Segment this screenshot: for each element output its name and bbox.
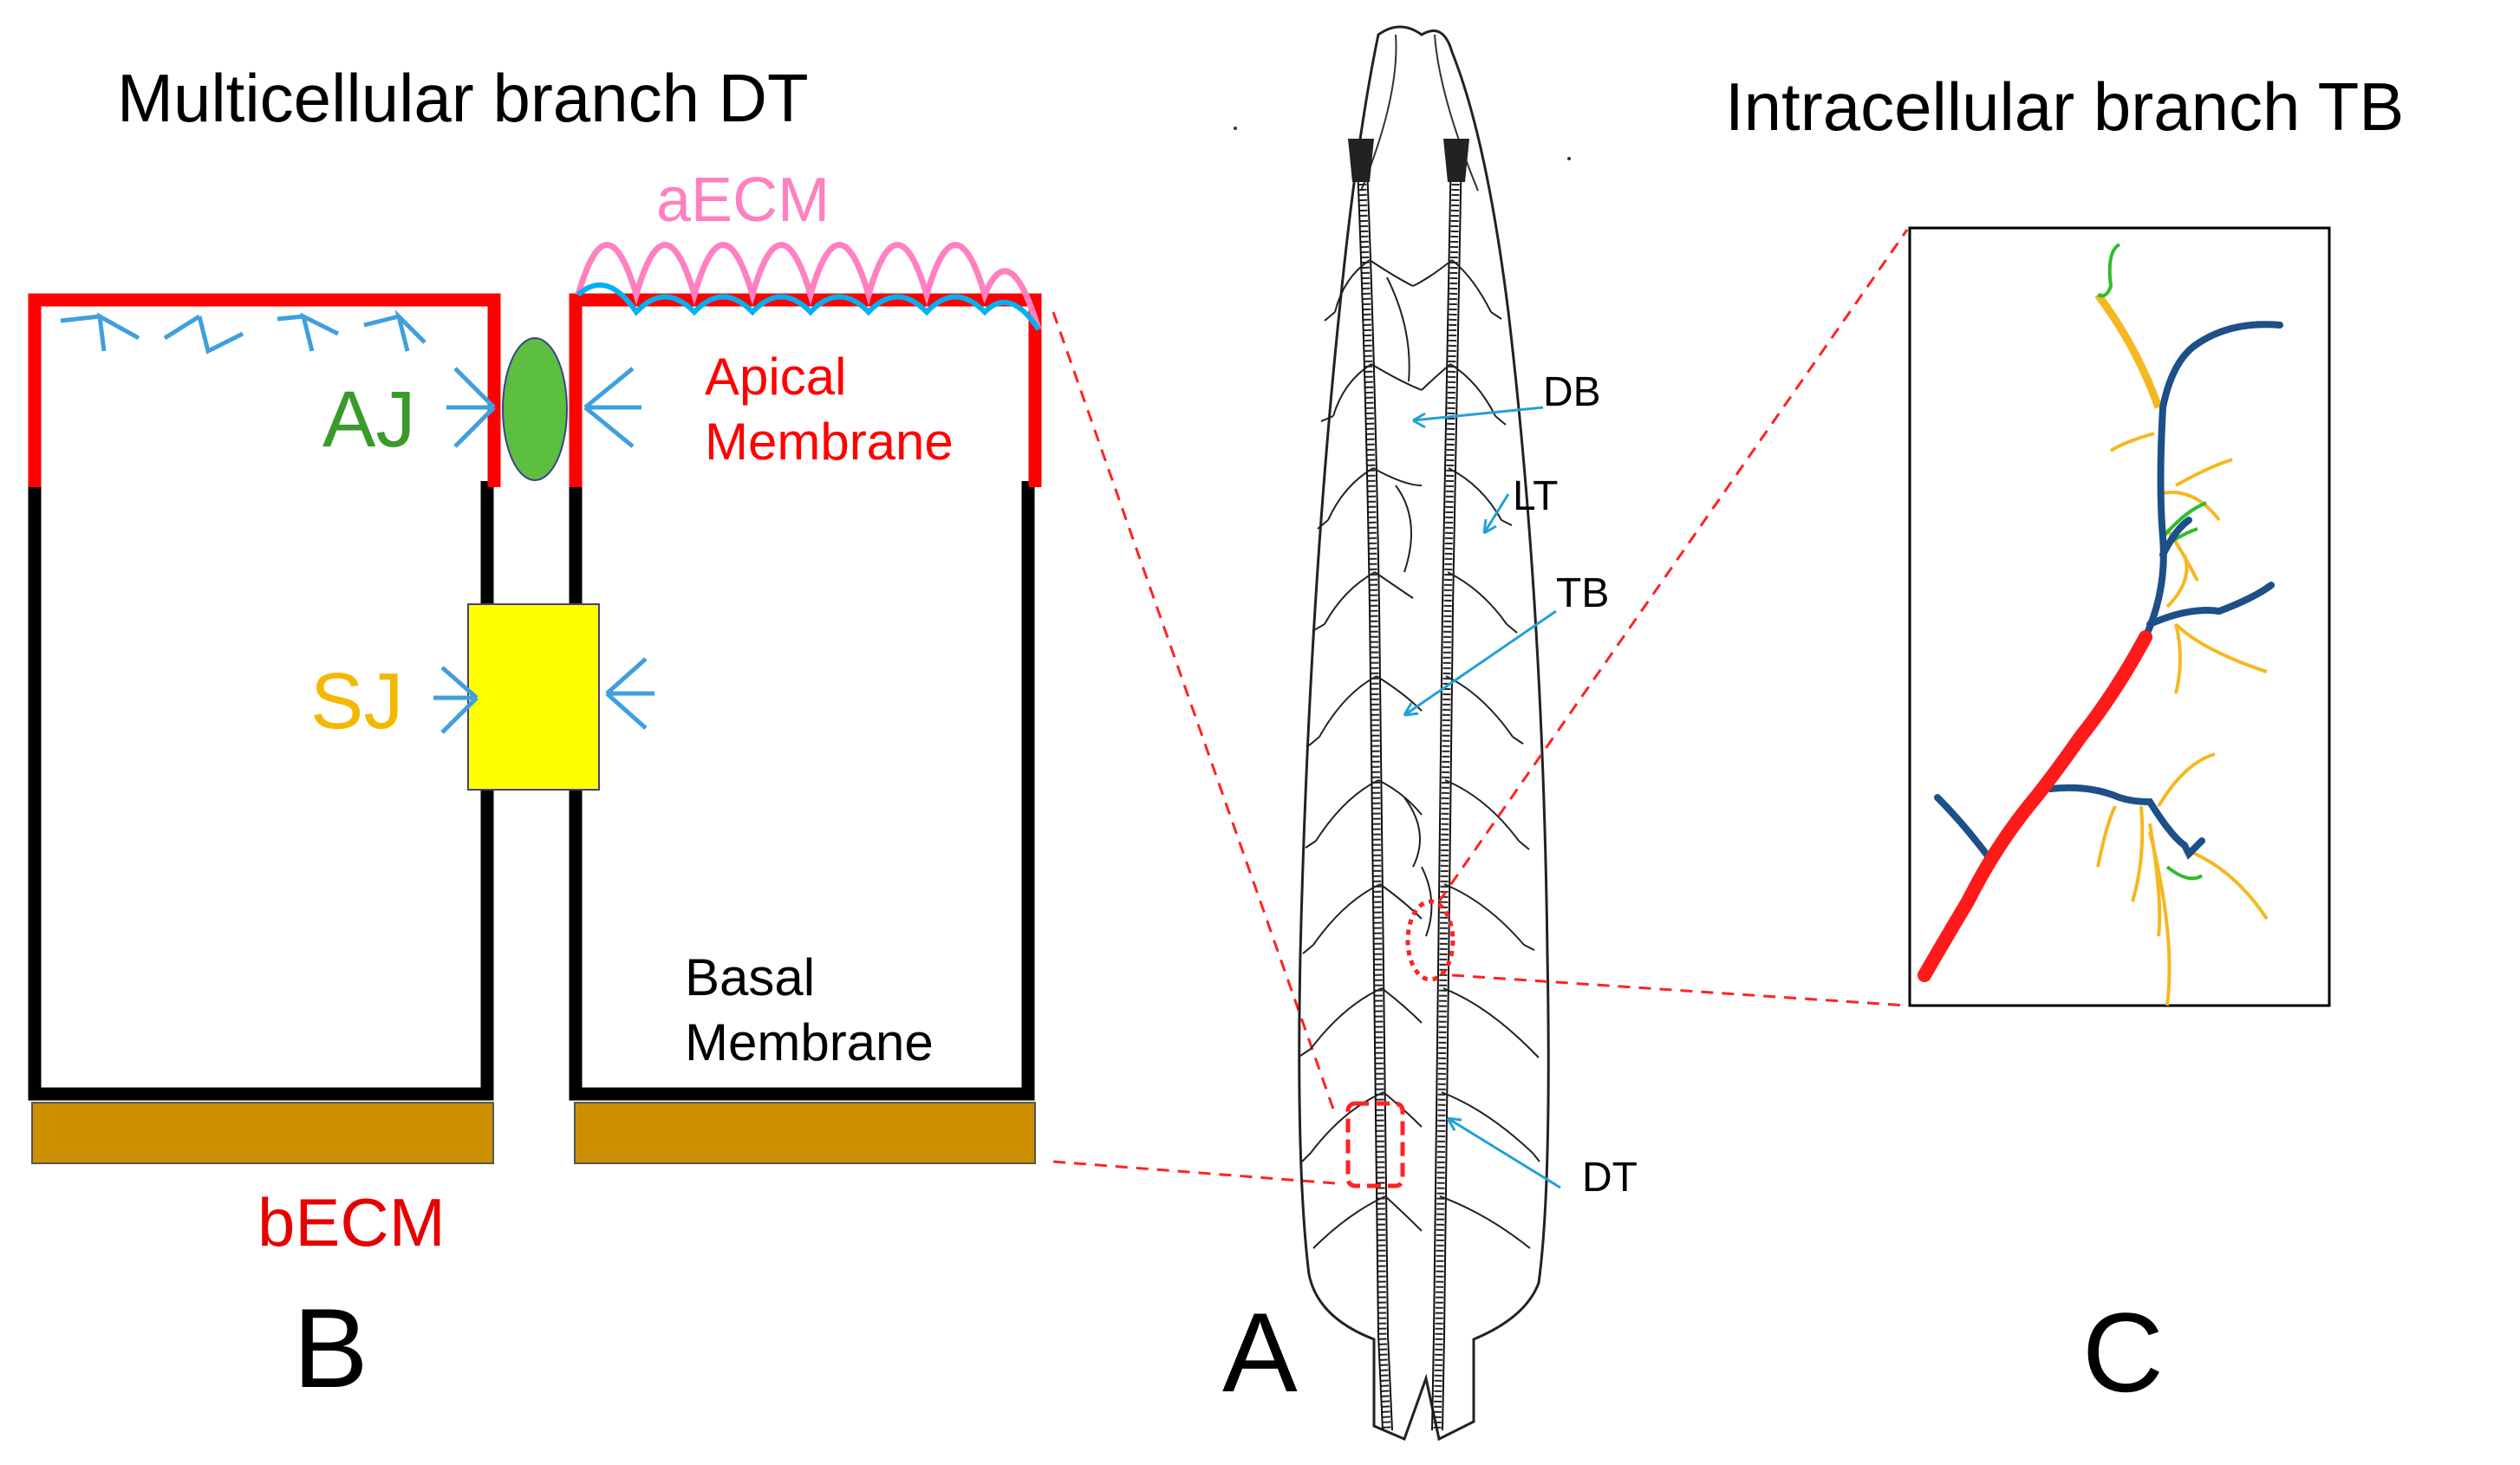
panel-a: DB LT TB DT A: [1222, 25, 1638, 1442]
basal-membrane-label-line2: Membrane: [685, 1013, 934, 1071]
aecm-label: aECM: [656, 166, 830, 235]
septate-junction: [467, 603, 600, 791]
larva-outline: [1298, 25, 1550, 1442]
left-cell-apical-membrane: [28, 293, 501, 487]
right-cell-apical-membrane: [569, 293, 1042, 487]
speck: [1567, 157, 1571, 160]
aecm-blue-wave: [576, 282, 1041, 331]
pointer-lines: [1403, 406, 1561, 1189]
aecm-pink-wave: [575, 242, 1042, 331]
panel-letter-a: A: [1222, 1289, 1298, 1416]
dorsal-trunk-right-edge: [1431, 146, 1462, 1431]
adherens-junction: [502, 337, 568, 481]
sj-label: SJ: [310, 657, 403, 746]
dorsal-trunk-left: [1357, 146, 1391, 1431]
lt-label: LT: [1513, 473, 1558, 519]
title-intracellular-branch: Intracellular branch TB: [1725, 68, 2404, 145]
db-label: DB: [1543, 369, 1601, 415]
panel-letter-b: B: [293, 1285, 368, 1411]
dt-label: DT: [1582, 1155, 1638, 1201]
dorsal-trunk-right: [1433, 146, 1461, 1431]
branches-yellow: [2094, 292, 2269, 1006]
dorsal-trunk-left-edge: [1356, 146, 1393, 1431]
apical-spikes: [60, 309, 427, 355]
panel-c: Intracellular branch TB: [1725, 68, 2404, 1416]
becm-label: bECM: [257, 1184, 446, 1260]
basal-membrane-label-line1: Basal: [685, 948, 815, 1006]
tb-label: TB: [1556, 570, 1609, 616]
aj-spikes: [446, 367, 641, 448]
anterior-dark-tips: [1348, 139, 1469, 182]
left-cell-basal-membrane: [28, 481, 494, 1101]
dt-zoom-box: [1345, 1101, 1405, 1188]
speck: [1234, 127, 1237, 130]
becm-slab-right: [574, 1102, 1036, 1164]
tracheal-branches: [1299, 259, 1540, 1249]
apical-membrane-label-line1: Apical: [705, 348, 846, 406]
zoom-lines-c: [1437, 229, 1909, 1007]
branches-navy: [1934, 321, 2283, 862]
sj-spikes: [433, 657, 654, 734]
title-multicellular-branch: Multicellular branch DT: [117, 60, 809, 136]
apical-membrane-label-line2: Membrane: [705, 413, 954, 471]
tb-zoom-region: [1405, 899, 1455, 982]
branches-green: [2097, 243, 2207, 881]
aj-label: AJ: [322, 375, 415, 464]
panel-letter-c: C: [2082, 1289, 2164, 1416]
panel-b: Multicellular branch DT aECM AJ: [28, 60, 1042, 1411]
branch-red-main: [1918, 630, 2152, 982]
becm-slab-left: [31, 1102, 494, 1164]
zoom-lines-b: [1052, 311, 1337, 1185]
